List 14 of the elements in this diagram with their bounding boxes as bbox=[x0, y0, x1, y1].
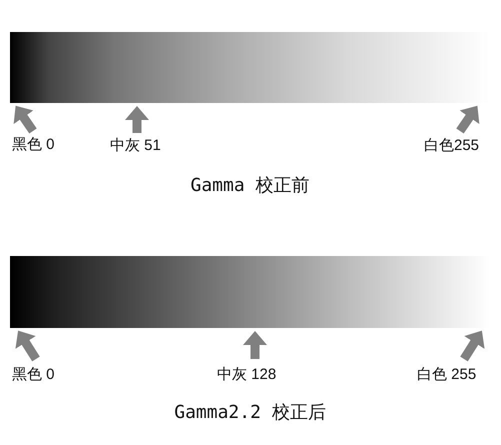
value-label: 黑色 0 bbox=[12, 366, 55, 384]
value-label: 黑色 0 bbox=[12, 136, 55, 154]
arrow bbox=[15, 330, 40, 362]
arrow bbox=[14, 106, 37, 134]
arrow bbox=[243, 331, 267, 359]
value-label: 白色 255 bbox=[417, 366, 476, 384]
value-label: 白色255 bbox=[424, 137, 480, 155]
arrow bbox=[125, 106, 149, 133]
value-label: 中灰 51 bbox=[110, 137, 161, 155]
value-label: 中灰 128 bbox=[217, 366, 276, 384]
caption: Gamma2.2 校正后 bbox=[174, 402, 326, 424]
caption: Gamma 校正前 bbox=[190, 175, 310, 197]
arrow bbox=[460, 330, 485, 362]
arrow bbox=[456, 106, 480, 134]
